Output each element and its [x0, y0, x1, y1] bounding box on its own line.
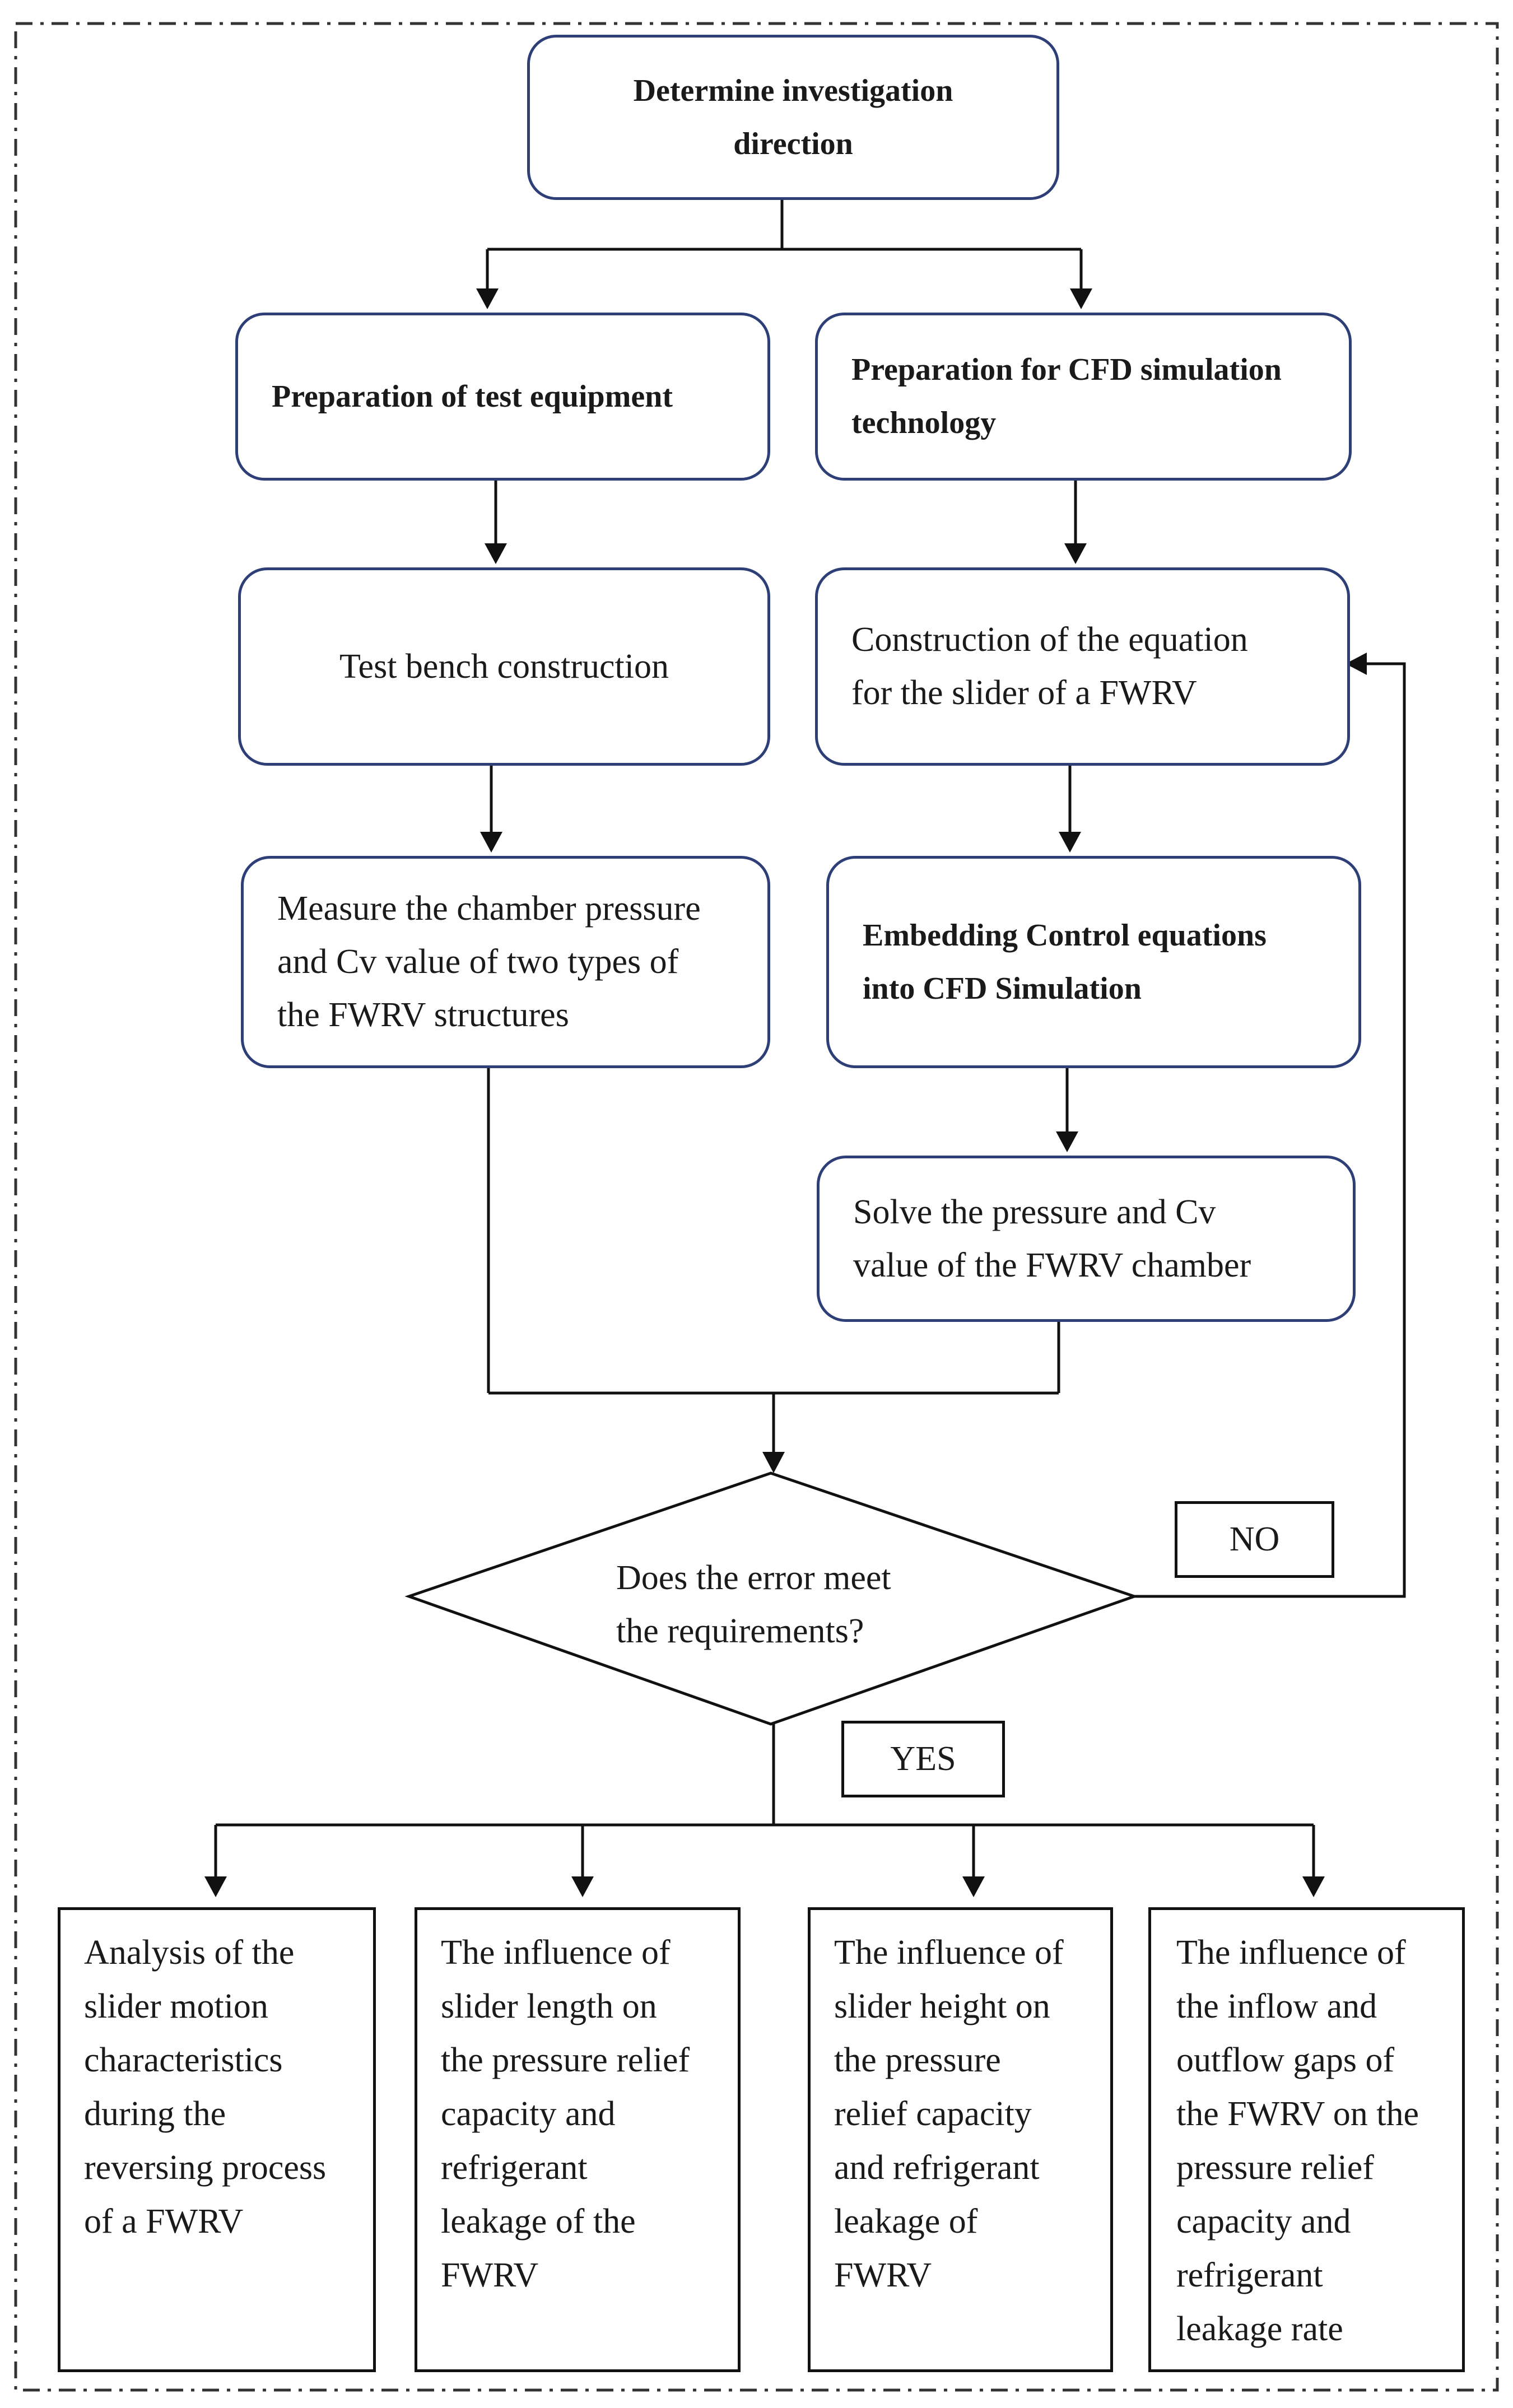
output-text-line: capacity and: [1176, 2202, 1351, 2241]
output-text-line: refrigerant: [441, 2149, 588, 2187]
arrowhead: [962, 1876, 985, 1897]
node-text-line: value of the FWRV chamber: [853, 1246, 1251, 1284]
output-text-line: leakage of: [834, 2202, 978, 2241]
node-test-bench: Test bench construction: [238, 567, 770, 766]
arrowhead: [1070, 288, 1092, 309]
output-text-line: relief capacity: [834, 2095, 1032, 2133]
node-text-line: for the slider of a FWRV: [851, 674, 1197, 712]
node-solve-pressure: Solve the pressure and Cv value of the F…: [817, 1156, 1356, 1322]
decision-text-line: the requirements?: [616, 1612, 864, 1650]
output-text-line: The influence of: [834, 1934, 1064, 1972]
node-embed-control: Embedding Control equations into CFD Sim…: [826, 856, 1361, 1068]
node-text-line: into CFD Simulation: [863, 971, 1142, 1006]
output-text-line: slider height on: [834, 1987, 1050, 2025]
node-construct-equation: Construction of the equation for the sli…: [815, 567, 1350, 766]
output-text-line: the pressure: [834, 2041, 1001, 2079]
arrowhead: [476, 288, 499, 309]
node-text-line: Measure the chamber pressure: [277, 889, 701, 928]
node-text-line: the FWRV structures: [277, 996, 569, 1034]
connector-no-loop: [1134, 662, 1406, 1598]
output-text-line: of a FWRV: [84, 2202, 244, 2241]
arrowhead: [1059, 832, 1081, 853]
decision-text-line: Does the error meet: [616, 1559, 891, 1597]
output-text-line: outflow gaps of: [1176, 2041, 1395, 2079]
output-text-line: pressure relief: [1176, 2149, 1374, 2187]
output-text-line: slider motion: [84, 1987, 268, 2025]
arrowhead: [1064, 543, 1087, 564]
output-slider-height: The influence of slider height on the pr…: [808, 1907, 1113, 2372]
decision-diamond: [404, 1471, 1139, 1726]
output-slider-motion: Analysis of the slider motion characteri…: [58, 1907, 376, 2372]
connector-lines: [214, 199, 1406, 1879]
node-text-line: Test bench construction: [339, 647, 669, 686]
node-text-line: direction: [733, 126, 853, 161]
arrowhead: [480, 832, 502, 853]
output-text-line: FWRV: [441, 2256, 539, 2294]
output-text-line: leakage of the: [441, 2202, 636, 2241]
node-prep-test-equipment: Preparation of test equipment: [235, 313, 770, 481]
output-text-line: the inflow and: [1176, 1987, 1377, 2025]
output-text-line: FWRV: [834, 2256, 932, 2294]
output-text-line: during the: [84, 2095, 226, 2133]
output-text-line: characteristics: [84, 2041, 283, 2079]
node-text-line: and Cv value of two types of: [277, 943, 679, 981]
arrowhead: [1346, 653, 1367, 675]
output-text-line: and refrigerant: [834, 2149, 1040, 2187]
node-text-line: Preparation of test equipment: [272, 379, 673, 414]
node-text-line: technology: [851, 406, 997, 440]
arrowhead: [1056, 1131, 1078, 1152]
output-text-line: slider length on: [441, 1987, 657, 2025]
arrowheads: [204, 288, 1367, 1897]
output-text-line: The influence of: [1176, 1934, 1406, 1972]
output-text-line: reversing process: [84, 2149, 327, 2187]
node-text-line: Preparation for CFD simulation: [851, 352, 1282, 387]
node-determine-direction: Determine investigation direction: [527, 35, 1059, 200]
node-text-line: Embedding Control equations: [863, 917, 1267, 953]
node-text-line: Construction of the equation: [851, 621, 1248, 659]
decision-question: Does the error meet the requirements?: [616, 1552, 891, 1658]
output-text-line: the pressure relief: [441, 2041, 690, 2079]
arrowhead: [485, 543, 507, 564]
label-no: NO: [1175, 1501, 1334, 1578]
output-text-line: refrigerant: [1176, 2256, 1323, 2294]
node-prep-cfd: Preparation for CFD simulation technolog…: [815, 313, 1352, 481]
output-text-line: the FWRV on the: [1176, 2095, 1419, 2133]
node-text-line: Solve the pressure and Cv: [853, 1193, 1216, 1231]
node-measure: Measure the chamber pressure and Cv valu…: [241, 856, 770, 1068]
output-text-line: Analysis of the: [84, 1934, 295, 1972]
node-text-line: Determine investigation: [633, 73, 953, 108]
output-text-line: capacity and: [441, 2095, 616, 2133]
output-text-line: The influence of: [441, 1934, 671, 1972]
outer-frame: [14, 22, 1499, 2392]
arrowhead: [204, 1876, 227, 1897]
label-yes: YES: [841, 1721, 1005, 1797]
arrowhead: [762, 1452, 785, 1473]
arrowhead: [571, 1876, 594, 1897]
output-text-line: leakage rate: [1176, 2310, 1343, 2348]
output-gaps: The influence of the inflow and outflow …: [1148, 1907, 1465, 2372]
output-slider-length: The influence of slider length on the pr…: [415, 1907, 741, 2372]
arrowhead: [1302, 1876, 1325, 1897]
